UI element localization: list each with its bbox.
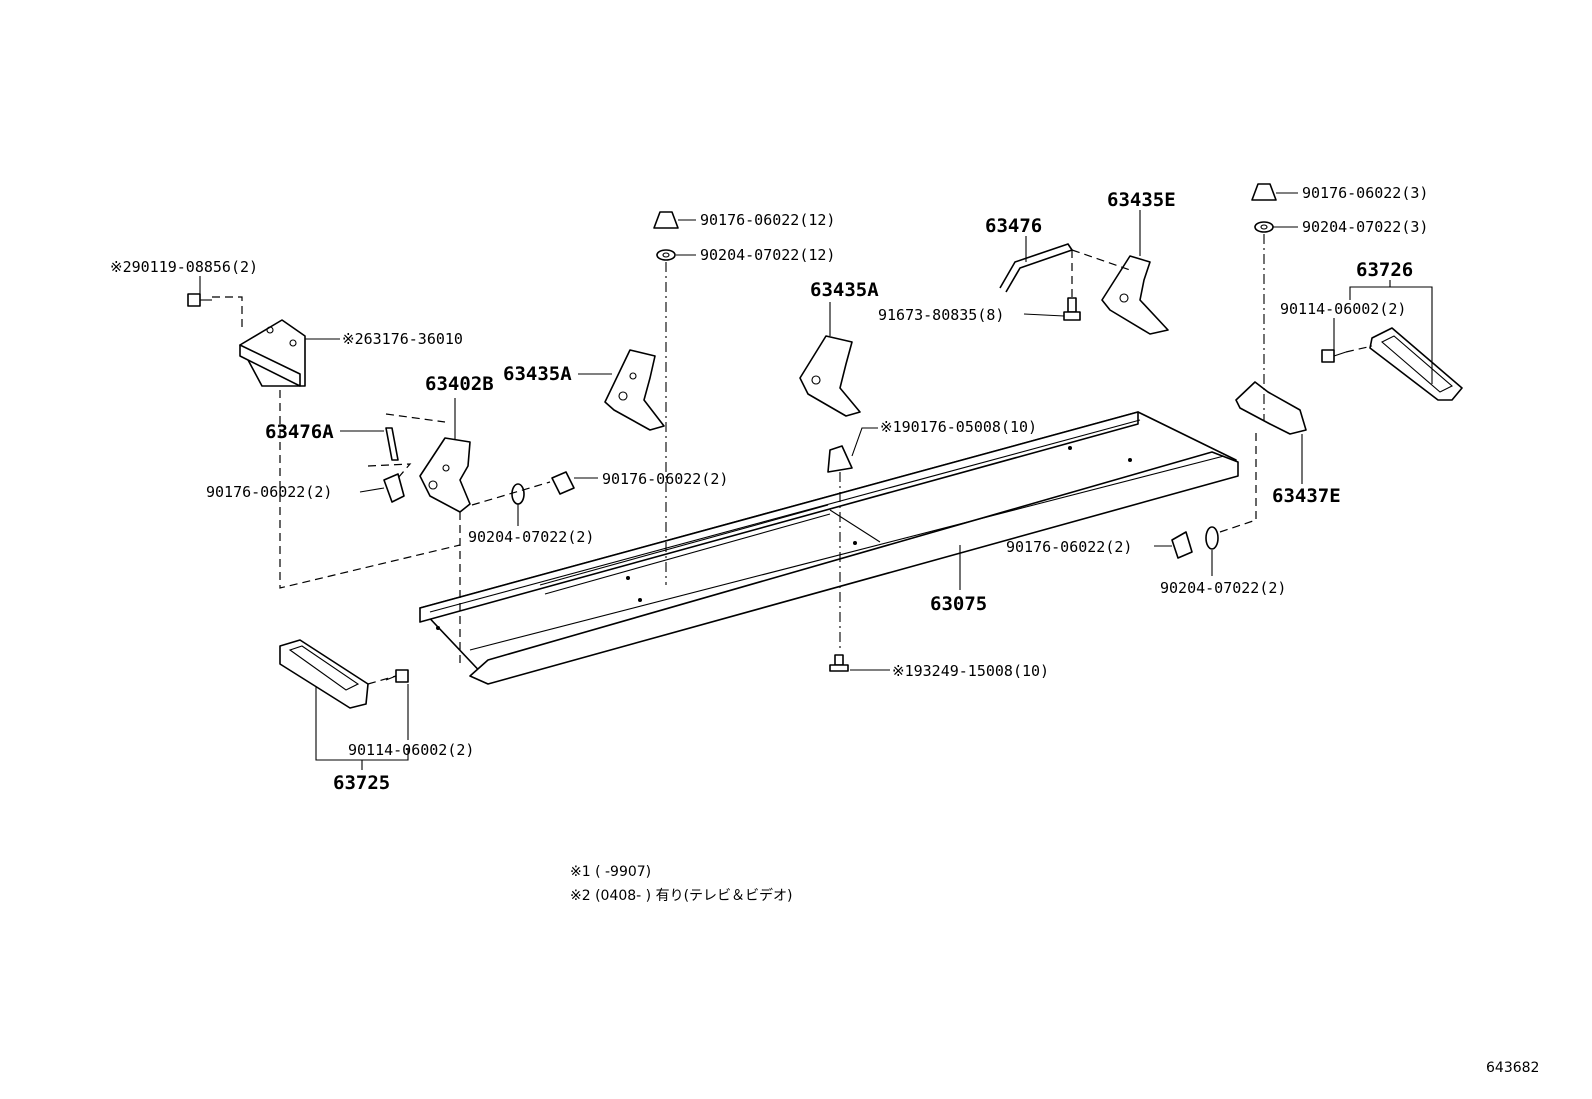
washer-90204-07022-12 (656, 249, 676, 261)
nut-190176-05008 (827, 445, 853, 473)
label-290119-08856: ※290119-08856(2) (110, 258, 258, 276)
bolt-90119-08856 (187, 293, 212, 307)
label-63437E: 63437E (1272, 485, 1341, 507)
screw-90114-06002-right (1321, 349, 1347, 363)
nut-90176-06022-right (1171, 531, 1193, 559)
label-63476: 63476 (985, 215, 1042, 237)
leader-lines (199, 192, 1433, 770)
bracket-63402B (419, 437, 471, 513)
screw-193249-15008 (829, 654, 849, 672)
footnote-1: ※1 ( -9907) (570, 864, 651, 880)
screw-90114-06002-left (385, 669, 409, 683)
callout-labels: ※290119-08856(2) ※263176-36010 63476A 90… (110, 184, 1428, 794)
label-90204-07022-12: 90204-07022(12) (700, 246, 835, 264)
label-63402B: 63402B (425, 373, 494, 395)
end-cap-63726 (1369, 327, 1463, 401)
label-90176-06022-3: 90176-06022(3) (1302, 184, 1428, 202)
label-90176-06022-left: 90176-06022(2) (206, 483, 332, 501)
nut-90176-06022-mid (551, 471, 575, 495)
label-63435E: 63435E (1107, 189, 1176, 211)
bolt-91673-80835 (1063, 297, 1081, 321)
label-90204-07022-mid: 90204-07022(2) (468, 528, 594, 546)
label-90204-07022-3: 90204-07022(3) (1302, 218, 1428, 236)
label-63726: 63726 (1356, 259, 1413, 281)
running-board-63075 (419, 411, 1239, 685)
bracket-63435A-mid (799, 335, 861, 417)
rod-63476 (999, 243, 1073, 293)
label-263176-36010: ※263176-36010 (342, 330, 463, 348)
nut-90176-06022-left (383, 473, 405, 503)
washer-90204-07022-3 (1254, 221, 1274, 233)
label-91673-80835: 91673-80835(8) (878, 306, 1004, 324)
label-63725: 63725 (333, 772, 390, 794)
nut-90176-06022-12 (653, 211, 679, 229)
label-63075: 63075 (930, 593, 987, 615)
bracket-63437E (1235, 381, 1307, 435)
bracket-63435E (1101, 255, 1169, 335)
washer-90204-07022-right (1205, 526, 1219, 550)
link-63476A (385, 427, 399, 461)
label-90114-06002-left: 90114-06002(2) (348, 741, 474, 759)
label-190176-05008: ※190176-05008(10) (880, 418, 1037, 436)
figure-number: 643682 (1486, 1060, 1539, 1076)
footnotes: ※1 ( -9907) ※2 (0408- ) 有り(テレビ＆ビデオ) (570, 864, 793, 904)
label-193249-15008: ※193249-15008(10) (892, 662, 1049, 680)
footnote-2: ※2 (0408- ) 有り(テレビ＆ビデオ) (570, 887, 793, 904)
label-63435A-mid: 63435A (810, 279, 879, 301)
bracket-63435A-left (604, 349, 665, 431)
label-90176-06022-right: 90176-06022(2) (1006, 538, 1132, 556)
label-90176-06022-mid: 90176-06022(2) (602, 470, 728, 488)
label-90114-06002-right: 90114-06002(2) (1280, 300, 1406, 318)
label-90176-06022-12: 90176-06022(12) (700, 211, 835, 229)
label-90204-07022-right: 90204-07022(2) (1160, 579, 1286, 597)
label-63435A-left: 63435A (503, 363, 572, 385)
assembly-dashed-lines (212, 234, 1373, 685)
nut-90176-06022-3 (1251, 183, 1277, 201)
end-cap-63725 (279, 639, 369, 709)
label-63476A: 63476A (265, 421, 334, 443)
washer-90204-07022-mid (511, 483, 525, 505)
plate-63176-36010 (239, 319, 306, 387)
